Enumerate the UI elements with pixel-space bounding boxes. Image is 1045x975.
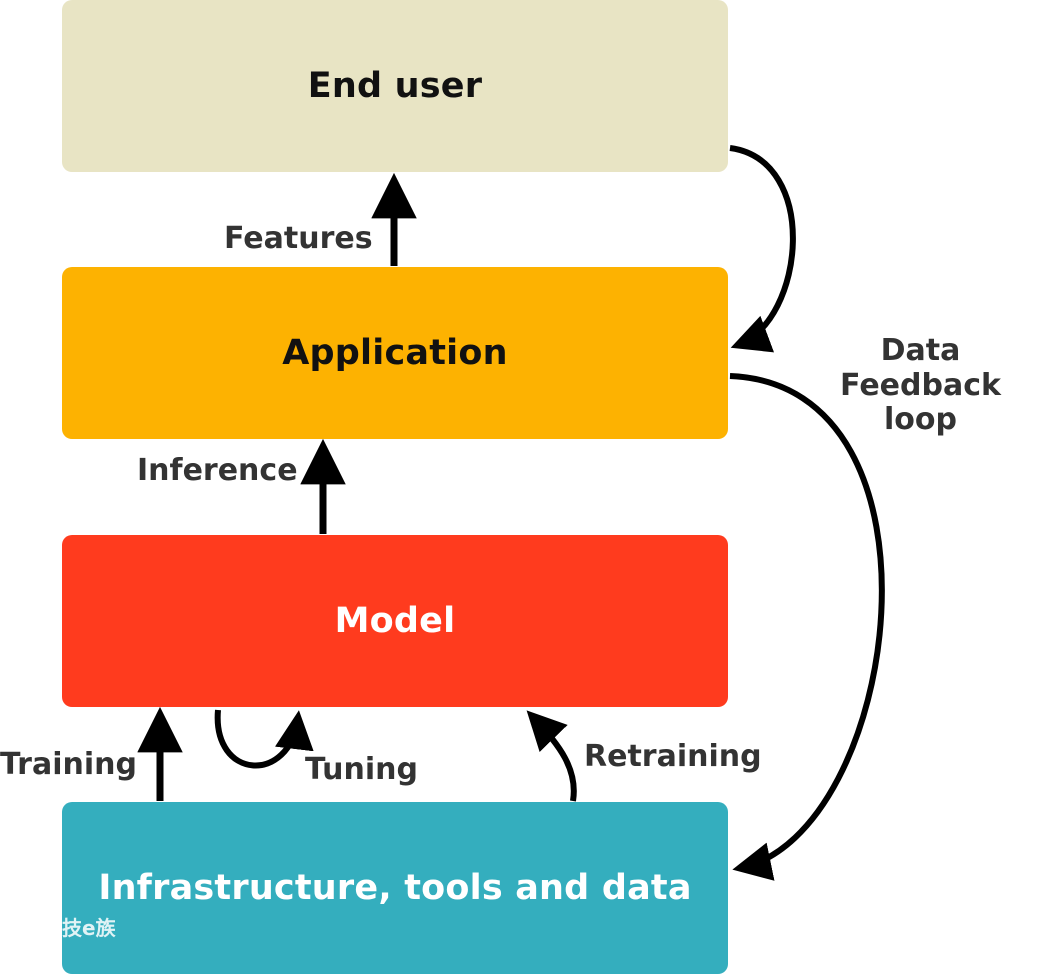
tuning-arrow	[214, 709, 314, 769]
feedback-label-line2: loop	[884, 402, 957, 437]
features-label: Features	[224, 221, 373, 256]
tuning-label: Tuning	[305, 752, 418, 787]
feedback-arrow-lower	[729, 373, 885, 881]
model-box: Model	[62, 535, 728, 707]
feedback-label-line1: Data Feedback	[840, 333, 1001, 403]
end-user-box: End user	[62, 0, 728, 172]
application-box: Application	[62, 267, 728, 439]
application-title: Application	[282, 333, 508, 373]
end-user-title: End user	[307, 66, 483, 106]
data-feedback-loop-label: Data Feedback loop	[796, 333, 1045, 438]
watermark: 技e族	[62, 916, 116, 940]
model-title: Model	[334, 601, 456, 641]
retraining-arrow	[526, 710, 577, 802]
feedback-arrow-upper	[729, 145, 796, 353]
infrastructure-box: Infrastructure, tools and data	[62, 802, 728, 974]
inference-label: Inference	[137, 453, 298, 488]
infrastructure-title: Infrastructure, tools and data	[98, 868, 692, 908]
retraining-label: Retraining	[584, 739, 762, 774]
training-label: Training	[0, 747, 137, 782]
